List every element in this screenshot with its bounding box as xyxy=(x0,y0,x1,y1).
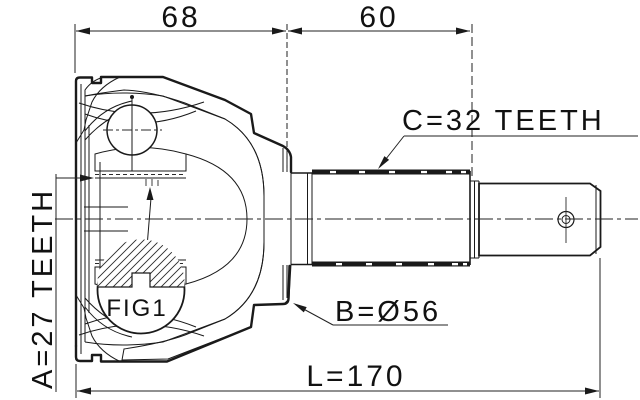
dimension-68: 68 xyxy=(74,1,288,170)
label-c-text: C=32 TEETH xyxy=(402,105,605,137)
spline-shaft xyxy=(291,169,602,267)
spline-band-bottom xyxy=(312,261,470,267)
label-a-text: A=27 TEETH xyxy=(27,188,59,389)
fig1-label: FIG1 xyxy=(106,295,167,322)
housing-outer-contour xyxy=(74,75,293,363)
label-c-32-teeth: C=32 TEETH xyxy=(378,105,638,169)
ball-center-dot xyxy=(130,95,134,99)
label-b-text: B=Ø56 xyxy=(335,296,441,328)
dim-60-text: 60 xyxy=(359,1,398,34)
label-a-27-teeth: A=27 TEETH xyxy=(27,174,94,392)
fig1-detail-circle: FIG1 xyxy=(96,179,186,335)
dim-length-text: L=170 xyxy=(306,360,405,393)
label-b-diameter: B=Ø56 xyxy=(293,296,448,328)
spline-band-top xyxy=(312,169,470,175)
dim-68-text: 68 xyxy=(161,1,200,34)
dimension-length: L=170 xyxy=(75,258,601,398)
dimension-60: 60 xyxy=(288,1,473,178)
ball-bearing xyxy=(103,95,162,171)
